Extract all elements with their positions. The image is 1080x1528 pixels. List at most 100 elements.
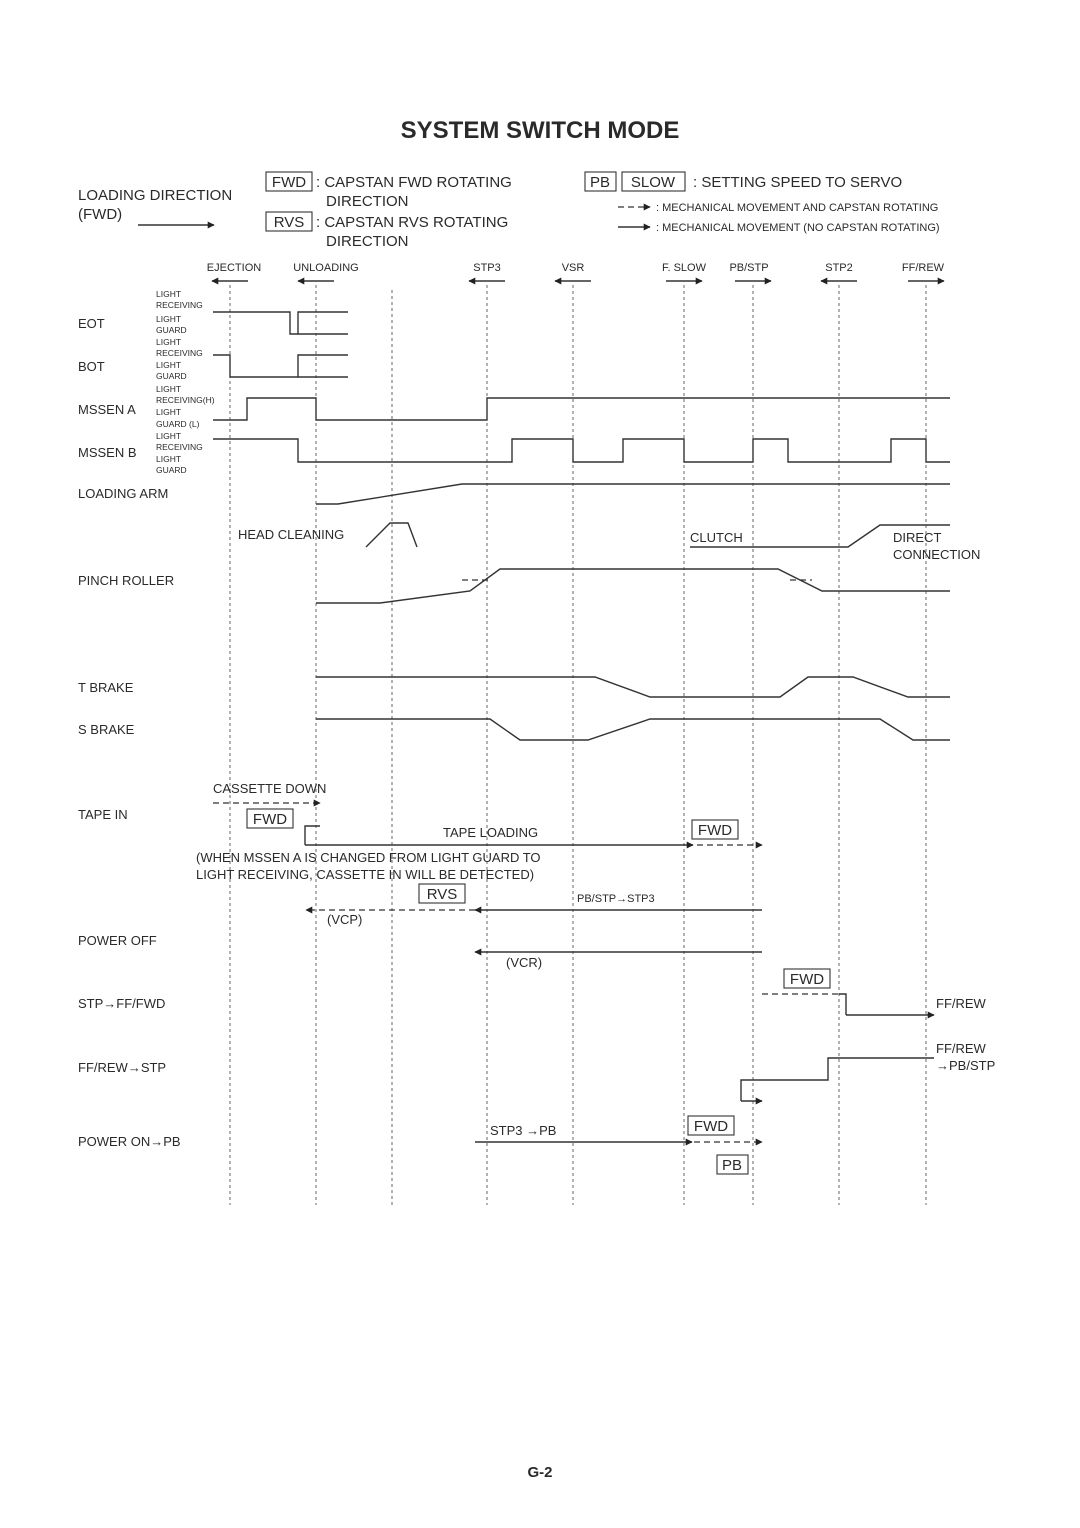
signal-eot: EOT (78, 316, 105, 331)
ff-rew-pb-stp-label-1: FF/REW (936, 1041, 987, 1056)
stp-ff-fwd-sequence: FWD FF/REW (762, 968, 987, 1019)
eot-light-receiving-1: LIGHT (156, 289, 181, 299)
mssen-a-light-guard-2: GUARD (L) (156, 419, 200, 429)
note-line-1: (WHEN MSSEN A IS CHANGED FROM LIGHT GUAR… (196, 850, 541, 865)
mode-ff-rew: FF/REW (902, 262, 945, 274)
signal-mssen-b: MSSEN B (78, 445, 137, 460)
signal-ff-rew-stp: FF/REW→STP (78, 1060, 166, 1075)
tape-loading-label: TAPE LOADING (443, 825, 538, 840)
speed-key-desc: : SETTING SPEED TO SERVO (693, 174, 902, 191)
bot-waveform (213, 354, 298, 378)
head-cleaning-waveform (365, 522, 418, 548)
cassette-down-label: CASSETTE DOWN (213, 781, 326, 796)
s-brake-waveform (316, 718, 950, 741)
power-on-pb-box (716, 1154, 749, 1175)
waveform-annotations: HEAD CLEANING CLUTCH DIRECT CONNECTION (238, 527, 980, 562)
fwd-key-desc-1: : CAPSTAN FWD ROTATING (316, 174, 512, 191)
head-cleaning-label: HEAD CLEANING (238, 527, 344, 542)
tape-in-fwd-label: FWD (253, 811, 287, 828)
rvs-key-box (265, 211, 313, 232)
bot-light-receiving-2: RECEIVING (156, 348, 203, 358)
eot-light-guard-2: GUARD (156, 325, 187, 335)
stp-ff-fwd-box (783, 968, 831, 989)
mode-header: EJECTION UNLOADING STP3 VSR F. SLOW PB/S… (207, 262, 945, 285)
pinch-roller-waveform (316, 568, 950, 604)
mode-stp3: STP3 (473, 262, 501, 274)
level-labels: LIGHT RECEIVING LIGHT GUARD LIGHT RECEIV… (156, 289, 215, 475)
fwd-key-box (265, 171, 313, 192)
clutch-waveform (690, 524, 950, 548)
tape-loading-fwd-box (691, 819, 739, 840)
eot-light-guard-1: LIGHT (156, 314, 181, 324)
ff-rew-stp-sequence: FF/REW →PB/STP (740, 1041, 995, 1105)
signal-mssen-a: MSSEN A (78, 402, 136, 417)
dashed-key-desc: : MECHANICAL MOVEMENT AND CAPSTAN ROTATI… (656, 202, 938, 214)
waveforms (213, 311, 950, 741)
stp3-pb-label: STP3 →PB (490, 1123, 556, 1138)
tape-loading-fwd-label: FWD (698, 822, 732, 839)
direct-label: DIRECT (893, 530, 941, 545)
power-on-fwd-box (687, 1115, 735, 1136)
mssen-b-light-guard-1: LIGHT (156, 454, 181, 464)
loading-arm-waveform (316, 483, 950, 505)
bot-light-guard-1: LIGHT (156, 360, 181, 370)
bot-light-guard-2: GUARD (156, 371, 187, 381)
rvs-key-label: RVS (274, 214, 305, 231)
fwd-key-label: FWD (272, 174, 306, 191)
note-line-2: LIGHT RECEIVING, CASSETTE IN WILL BE DET… (196, 867, 534, 882)
eot-light-receiving-2: RECEIVING (156, 300, 203, 310)
signal-s-brake: S BRAKE (78, 722, 135, 737)
t-brake-waveform (316, 676, 950, 698)
signal-stp-ff-fwd: STP→FF/FWD (78, 996, 165, 1011)
loading-direction-label: LOADING DIRECTION (78, 187, 232, 204)
mode-vsr: VSR (562, 262, 585, 274)
signal-bot: BOT (78, 359, 105, 374)
stp-ff-fwd-step (839, 993, 847, 1015)
mssen-b-light-receiving-1: LIGHT (156, 431, 181, 441)
signal-power-off: POWER OFF (78, 933, 157, 948)
slow-key-box (621, 171, 686, 192)
tape-in-step (304, 825, 320, 845)
legend: LOADING DIRECTION (FWD) FWD : CAPSTAN FW… (78, 171, 940, 250)
signal-power-on-pb: POWER ON→PB (78, 1134, 181, 1149)
mode-f-slow: F. SLOW (662, 262, 707, 274)
signal-labels: EOT BOT MSSEN A MSSEN B LOADING ARM PINC… (78, 316, 181, 1149)
clutch-label: CLUTCH (690, 530, 743, 545)
signal-tape-in: TAPE IN (78, 807, 128, 822)
tape-in-sequence: CASSETTE DOWN FWD TAPE LOADING FWD (WHEN… (196, 781, 763, 882)
vcr-label: (VCR) (506, 955, 542, 970)
bot-light-receiving-1: LIGHT (156, 337, 181, 347)
signal-loading-arm: LOADING ARM (78, 486, 168, 501)
mssen-a-light-receiving-2: RECEIVING(H) (156, 395, 215, 405)
mode-ejection: EJECTION (207, 262, 261, 274)
mode-boundaries (229, 285, 927, 1205)
power-off-sequence: RVS PB/STP→STP3 (VCP) (VCR) (305, 883, 762, 970)
ff-rew-pb-stp-label-2: →PB/STP (936, 1058, 995, 1073)
signal-pinch-roller: PINCH ROLLER (78, 573, 174, 588)
stp-ff-fwd-box-label: FWD (790, 971, 824, 988)
eot-waveform-branch (297, 311, 348, 335)
vcp-label: (VCP) (327, 912, 362, 927)
mode-stp2: STP2 (825, 262, 853, 274)
pb-stp-stp3-label: PB/STP→STP3 (577, 893, 655, 905)
power-on-pb-label: PB (722, 1157, 742, 1174)
slow-key-label: SLOW (631, 174, 676, 191)
mssen-a-light-guard-1: LIGHT (156, 407, 181, 417)
pb-key-label: PB (590, 174, 610, 191)
solid-key-desc: : MECHANICAL MOVEMENT (NO CAPSTAN ROTATI… (656, 222, 940, 234)
mode-unloading: UNLOADING (293, 262, 358, 274)
mssen-a-light-receiving-1: LIGHT (156, 384, 181, 394)
rvs-key-desc-2: DIRECTION (326, 233, 409, 250)
bot-waveform-branch (297, 354, 348, 378)
signal-t-brake: T BRAKE (78, 680, 134, 695)
power-on-fwd-label: FWD (694, 1118, 728, 1135)
ff-rew-stp-step (740, 1057, 934, 1101)
power-off-rvs-label: RVS (427, 886, 458, 903)
mssen-b-light-receiving-2: RECEIVING (156, 442, 203, 452)
mssen-a-waveform (213, 397, 950, 421)
rvs-key-desc-1: : CAPSTAN RVS ROTATING (316, 214, 508, 231)
connection-label: CONNECTION (893, 547, 980, 562)
mssen-b-light-guard-2: GUARD (156, 465, 187, 475)
fwd-key-desc-2: DIRECTION (326, 193, 409, 210)
